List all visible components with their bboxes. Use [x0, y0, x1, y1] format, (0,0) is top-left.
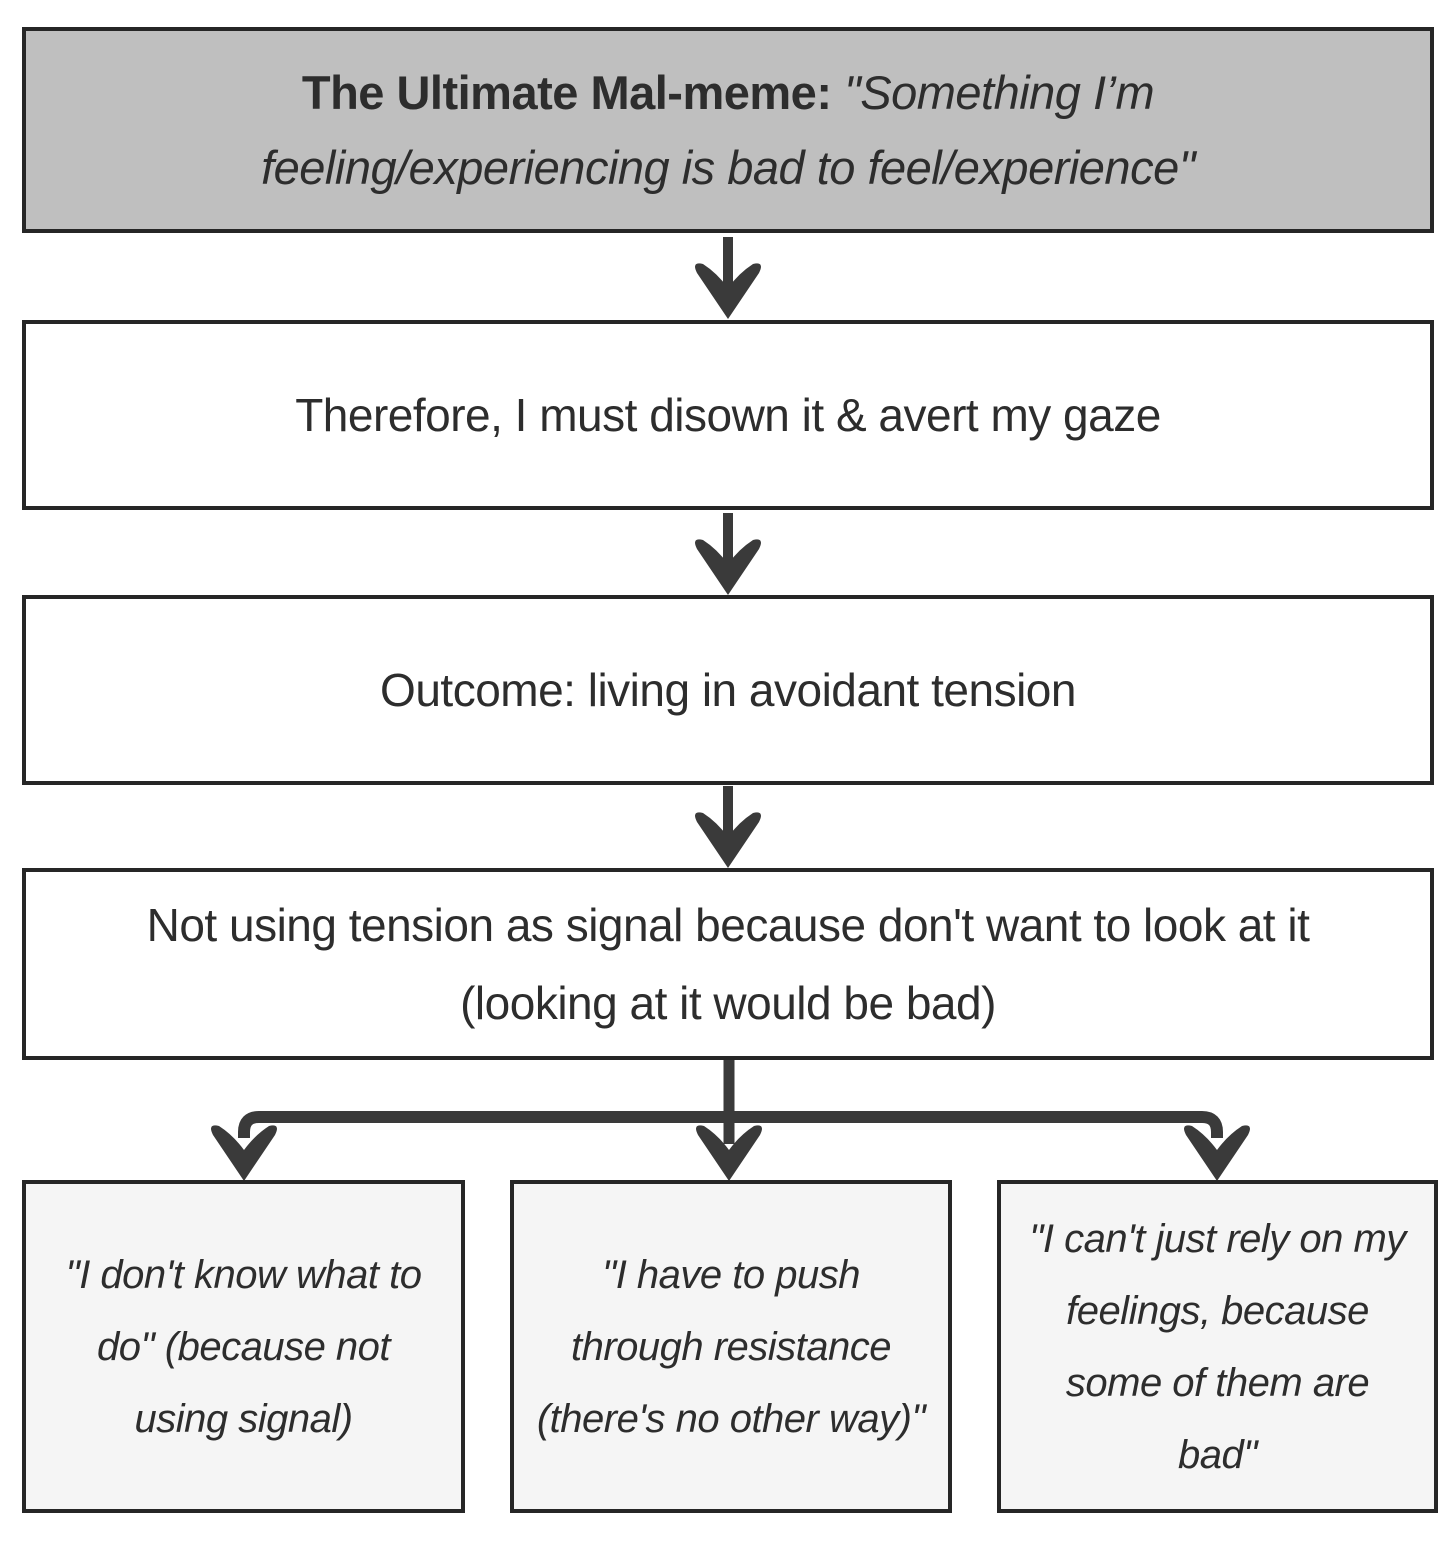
root-label-bold: The Ultimate Mal-meme: [301, 65, 832, 119]
root-label-quote: "Something I’m feeling/experiencing is b… [261, 65, 1195, 194]
down-arrow-icon [1184, 1125, 1250, 1181]
root-box: The Ultimate Mal-meme: "Something I’m fe… [22, 27, 1434, 233]
down-arrow-icon [211, 1125, 277, 1181]
branch-box-push-through: "I have to push through resistance (ther… [510, 1180, 952, 1513]
step-box-outcome: Outcome: living in avoidant tension [22, 595, 1434, 785]
step-label: Outcome: living in avoidant tension [380, 663, 1076, 716]
step-box-signal: Not using tension as signal because don'… [22, 868, 1434, 1060]
down-arrow-icon [695, 237, 761, 319]
step-label: Not using tension as signal because don'… [146, 898, 1310, 1029]
down-arrow-icon [695, 513, 761, 595]
branch-label: "I can't just rely on my feelings, becau… [1029, 1216, 1406, 1477]
branch-label: "I don't know what to do" (because not u… [65, 1252, 422, 1441]
branch-label: "I have to push through resistance (ther… [536, 1252, 926, 1441]
step-box-disown: Therefore, I must disown it & avert my g… [22, 320, 1434, 510]
down-arrow-icon [695, 786, 761, 868]
branch-box-dont-know: "I don't know what to do" (because not u… [22, 1180, 465, 1513]
down-arrow-icon [696, 1125, 762, 1181]
root-label: The Ultimate Mal-meme: "Something I’m fe… [98, 55, 1358, 205]
branch-box-cant-rely: "I can't just rely on my feelings, becau… [997, 1180, 1438, 1513]
branch-connector [211, 1060, 1250, 1181]
step-label: Therefore, I must disown it & avert my g… [295, 388, 1161, 441]
